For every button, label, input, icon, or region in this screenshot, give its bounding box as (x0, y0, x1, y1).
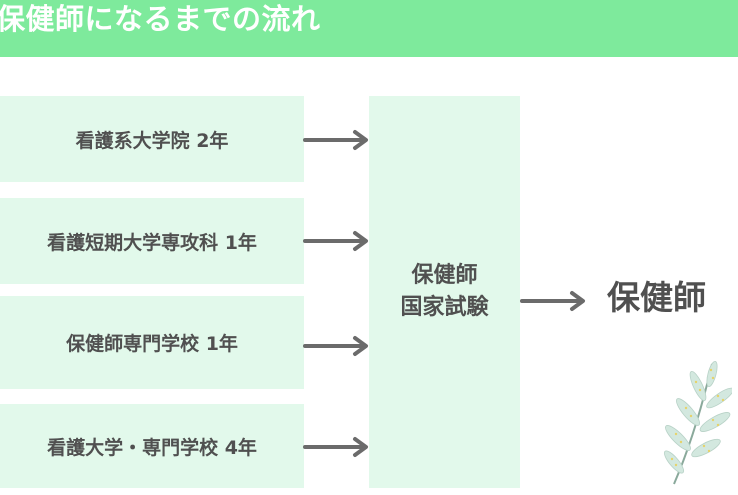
route-label: 看護短期大学専攻科 1年 (47, 231, 257, 254)
exam-label-line1: 保健師 (411, 263, 478, 288)
result-label: 保健師 (607, 278, 706, 317)
route-box-graduate-school: 看護系大学院 2年 (0, 96, 304, 182)
arrow-right-icon (520, 291, 585, 311)
route-label: 看護大学・専門学校 4年 (47, 436, 257, 459)
arrow-right-icon (303, 231, 368, 251)
arrow-right-icon (303, 130, 368, 150)
page-header: 保健師になるまでの流れ (0, 0, 738, 57)
route-label: 看護系大学院 2年 (75, 129, 229, 152)
leaf-branch-icon (663, 361, 732, 485)
route-box-junior-college-advanced: 看護短期大学専攻科 1年 (0, 198, 304, 284)
route-box-university: 看護大学・専門学校 4年 (0, 404, 304, 488)
national-exam-box: 保健師 国家試験 (369, 96, 520, 488)
arrow-right-icon (303, 336, 368, 356)
exam-label-line2: 国家試験 (400, 295, 489, 320)
route-label: 保健師専門学校 1年 (66, 333, 238, 355)
arrow-right-icon (303, 437, 368, 457)
route-box-vocational-school: 保健師専門学校 1年 (0, 296, 304, 389)
page-title: 保健師になるまでの流れ (0, 2, 321, 36)
